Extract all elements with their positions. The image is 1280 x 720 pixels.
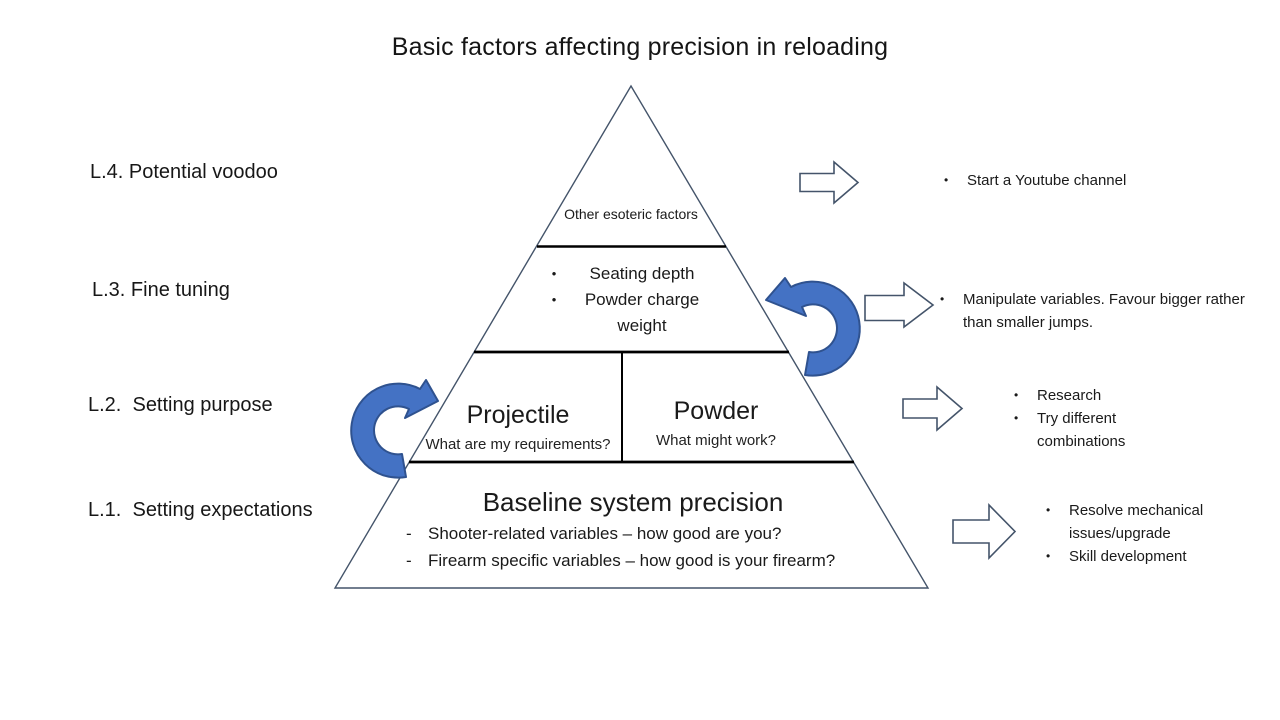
tier3-bullet-list: • Seating depth • Powder charge weight [536, 261, 726, 339]
note-l3: • Manipulate variables. Favour bigger ra… [934, 288, 1248, 334]
right-arrow-icon-l3 [864, 281, 935, 329]
list-item: • Try different combinations [1008, 407, 1162, 453]
tier4-label: Other esoteric factors [564, 206, 698, 222]
right-arrow-icon-l2 [902, 385, 964, 432]
tier2-powder-cell: Powder What might work? [606, 397, 826, 449]
list-item: • Skill development [1040, 545, 1229, 568]
tier2-projectile-cell: Projectile What are my requirements? [408, 401, 628, 453]
bullet-icon: • [551, 266, 557, 281]
bullet-icon: • [1046, 549, 1051, 563]
right-arrow-icon-l1 [952, 503, 1017, 560]
bullet-icon: • [1014, 388, 1019, 402]
list-item: • Research [1008, 384, 1162, 407]
level-label-l2: L.2. Setting purpose [88, 394, 273, 416]
right-arrow-icon-l4 [799, 160, 860, 205]
tier2-left-subtitle: What are my requirements? [425, 436, 611, 453]
bullet-icon: • [1046, 503, 1051, 517]
bullet-icon: • [551, 292, 557, 307]
curved-arrow-icon-right [765, 277, 861, 377]
bullet-icon: • [1014, 411, 1019, 425]
dash-icon: - [406, 524, 412, 543]
note-l1: • Resolve mechanical issues/upgrade • Sk… [1040, 499, 1229, 568]
note-l2: • Research • Try different combinations [1008, 384, 1162, 453]
list-item: • Manipulate variables. Favour bigger ra… [934, 288, 1248, 334]
list-item: • Seating depth [536, 261, 726, 287]
note-l4: • Start a Youtube channel [938, 169, 1126, 192]
level-label-l1: L.1. Setting expectations [88, 499, 313, 521]
list-item: - Firearm specific variables – how good … [398, 548, 918, 575]
list-item: - Shooter-related variables – how good a… [398, 521, 918, 548]
bullet-icon: • [940, 292, 945, 306]
curved-arrow-icon-left [350, 379, 439, 479]
list-item: • Resolve mechanical issues/upgrade [1040, 499, 1229, 545]
list-item: • Powder charge weight [536, 287, 726, 339]
tier2-right-title: Powder [673, 397, 759, 425]
level-label-l4: L.4. Potential voodoo [90, 161, 278, 183]
slide-title: Basic factors affecting precision in rel… [391, 33, 889, 61]
bullet-icon: • [944, 173, 949, 187]
tier1-dash-list: - Shooter-related variables – how good a… [398, 521, 918, 574]
tier1-title: Baseline system precision [482, 487, 784, 517]
list-item: • Start a Youtube channel [938, 169, 1126, 192]
level-label-l3: L.3. Fine tuning [92, 279, 230, 301]
tier2-right-subtitle: What might work? [655, 432, 777, 449]
tier2-left-title: Projectile [466, 401, 570, 429]
dash-icon: - [406, 550, 412, 570]
